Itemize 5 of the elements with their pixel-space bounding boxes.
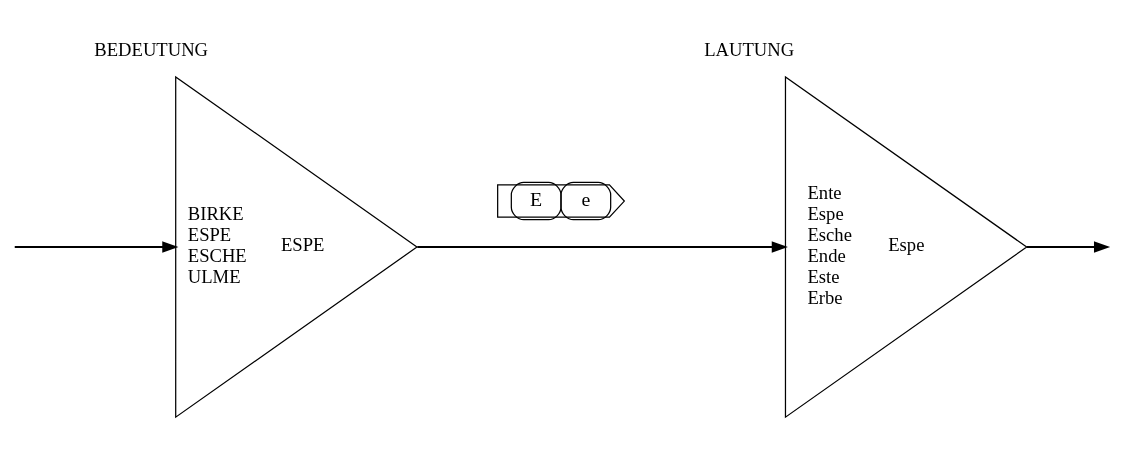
node-label: BEDEUTUNG [94,38,209,60]
arrow [1025,241,1111,253]
node-label: LAUTUNG [704,38,795,60]
arrow [13,241,179,253]
arrow [416,241,788,253]
